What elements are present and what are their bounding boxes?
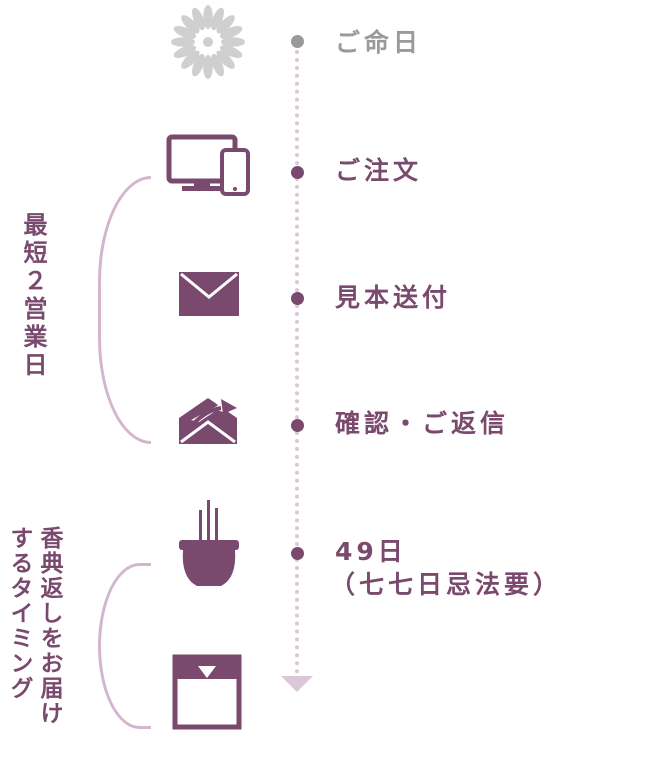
step-label-sample: 見本送付	[335, 283, 452, 312]
step-label-deathday: ご命日	[335, 28, 423, 57]
timeline-dot-deathday	[291, 35, 304, 48]
timeline-dot-confirm	[291, 419, 304, 432]
step-label-confirm: 確認・ご返信	[335, 409, 510, 438]
envelope-icon	[179, 272, 239, 316]
incense-burner-icon	[179, 500, 239, 586]
step-label-order: ご注文	[335, 156, 423, 185]
chrysanthemum-icon	[171, 5, 245, 79]
devices-icon	[166, 134, 250, 196]
step-label-memorial: （七七日忌法要）	[330, 570, 563, 599]
bracket-label-shortest: 最短２営業日	[19, 212, 47, 380]
timeline-arrowhead	[281, 676, 313, 692]
bracket-timing	[98, 563, 151, 729]
envelope-reply-icon	[179, 398, 237, 444]
timeline-line	[295, 42, 299, 674]
timeline-dot-49days	[291, 547, 304, 560]
gift-box-icon	[172, 654, 242, 730]
bracket-label-timing: 香典返しをお届け するタイミング	[6, 526, 62, 726]
bracket-shortest	[98, 176, 151, 444]
timeline-dot-sample	[291, 292, 304, 305]
timeline-dot-order	[291, 166, 304, 179]
step-label-49days: 49日	[335, 537, 407, 566]
